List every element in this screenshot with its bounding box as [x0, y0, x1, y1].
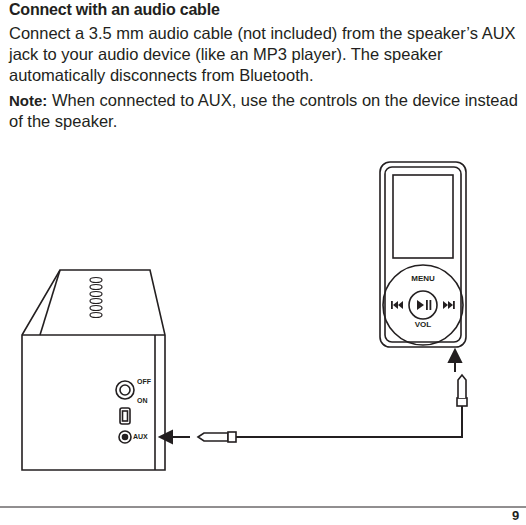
- audio-cable: [198, 375, 467, 442]
- jack-label: AUX: [133, 433, 148, 441]
- arrow: [160, 350, 461, 443]
- note-label: Note:: [9, 92, 47, 109]
- button-label: MENU: [411, 275, 435, 284]
- note-text: When connected to AUX, use the controls …: [9, 91, 518, 130]
- body-text: Connect a 3.5 mm audio cable (not includ…: [9, 23, 524, 86]
- switch-label: OFF: [137, 378, 151, 386]
- button-label: VOL: [415, 321, 431, 330]
- speaker: [22, 270, 165, 470]
- footer-rule: [0, 507, 526, 508]
- note-paragraph: Note: When connected to AUX, use the con…: [9, 90, 524, 132]
- page-number: 9: [512, 509, 519, 523]
- mp3-player: [380, 162, 466, 347]
- switch-label: ON: [137, 397, 148, 405]
- section-heading: Connect with an audio cable: [9, 1, 220, 19]
